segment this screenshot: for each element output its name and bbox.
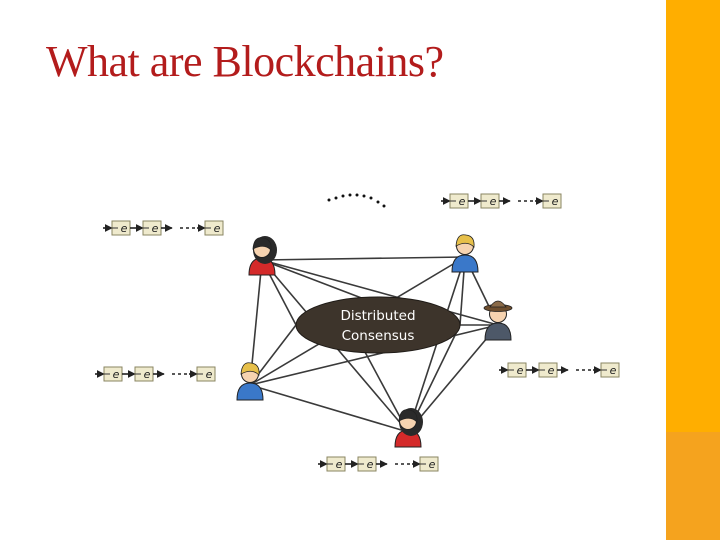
- chain-block: e: [112, 221, 130, 235]
- ellipsis-dot-4: [349, 194, 352, 197]
- chain-block: e: [539, 363, 557, 377]
- chain-block: e: [508, 363, 526, 377]
- participant-top-left: [249, 236, 277, 275]
- man-blond-hair-blue-shirt-icon: [237, 363, 263, 400]
- chain-block: e: [450, 194, 468, 208]
- ellipsis-dot-1: [328, 199, 331, 202]
- block-glyph: e: [517, 364, 524, 377]
- chain-block: e: [358, 457, 376, 471]
- chain-block: e: [420, 457, 438, 471]
- participant-top-right: [452, 235, 478, 272]
- chain-block: e: [143, 221, 161, 235]
- consensus-label: Distributed Consensus: [297, 306, 459, 346]
- block-glyph: e: [367, 458, 374, 471]
- participant-bottom-left: [237, 363, 263, 400]
- block-glyph: e: [113, 368, 120, 381]
- ellipsis-dot-8: [377, 201, 380, 204]
- block-glyph: e: [144, 368, 151, 381]
- ellipsis-dot-2: [335, 197, 338, 200]
- ellipsis-dot-5: [356, 194, 359, 197]
- ellipsis-dot-9: [383, 205, 386, 208]
- block-glyph: e: [152, 222, 159, 235]
- block-glyph: e: [490, 195, 497, 208]
- chain-block: e: [481, 194, 499, 208]
- block-glyph: e: [610, 364, 617, 377]
- ellipsis-dot-3: [342, 195, 345, 198]
- chain-block: e: [327, 457, 345, 471]
- chain-block: e: [205, 221, 223, 235]
- block-glyph: e: [552, 195, 559, 208]
- man-blond-hair-blue-shirt-icon: [452, 235, 478, 272]
- block-glyph: e: [548, 364, 555, 377]
- chain-block: e: [197, 367, 215, 381]
- participant-bottom-center: [395, 408, 423, 447]
- block-glyph: e: [429, 458, 436, 471]
- consensus-label-line-2: Consensus: [297, 326, 459, 346]
- participant-right: [484, 301, 512, 340]
- chain-block: e: [543, 194, 561, 208]
- ellipsis-dot-7: [370, 197, 373, 200]
- chain-block: e: [135, 367, 153, 381]
- block-glyph: e: [206, 368, 213, 381]
- chain-block: e: [104, 367, 122, 381]
- block-glyph: e: [121, 222, 128, 235]
- block-glyph: e: [214, 222, 221, 235]
- block-glyph: e: [459, 195, 466, 208]
- block-glyph: e: [336, 458, 343, 471]
- man-cowboy-hat-gray-shirt-icon: [484, 301, 512, 340]
- ellipsis-dots: [328, 194, 386, 208]
- woman-dark-hair-red-shirt-icon: [249, 236, 277, 275]
- consensus-label-line-1: Distributed: [297, 306, 459, 326]
- ellipsis-dot-6: [363, 195, 366, 198]
- woman-dark-hair-red-shirt-icon: [395, 408, 423, 447]
- chain-block: e: [601, 363, 619, 377]
